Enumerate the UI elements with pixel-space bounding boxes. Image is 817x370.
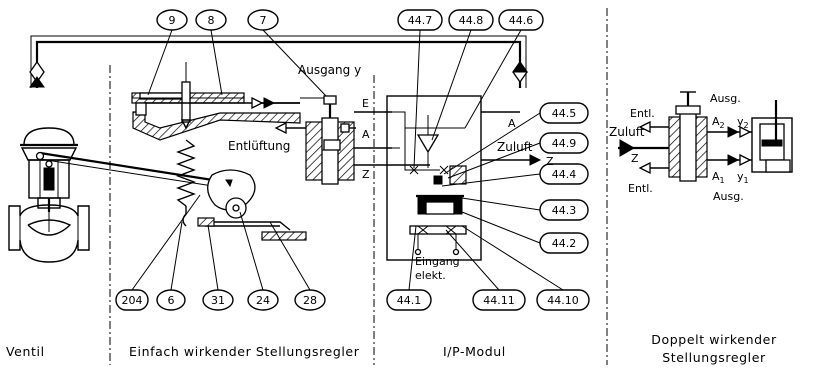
label-entl-bottom: Entl. — [628, 182, 653, 195]
callout-7: 7 — [260, 14, 267, 27]
section-einfach: Einfach wirkender Stellungsregler — [129, 344, 360, 359]
callout-6: 6 — [168, 294, 175, 307]
section-ip-modul: I/P-Modul — [443, 344, 506, 359]
label-eingang: Eingang — [415, 255, 460, 268]
label-z-port: Z — [362, 168, 370, 181]
callout-44-1: 44.1 — [397, 294, 422, 307]
single-acting-positioner — [131, 62, 330, 241]
section-ventil: Ventil — [6, 344, 45, 359]
label-zuluft-mid: Zuluft — [497, 140, 533, 154]
label-y2: y2 — [737, 115, 749, 130]
label-a-port: A — [362, 128, 370, 141]
double-acting-labels: Entl. Ausg. Zuluft Z Entl. Ausg. A2 y2 A… — [609, 92, 749, 203]
label-z-far: Z — [631, 152, 639, 165]
label-ausg-top: Ausg. — [710, 92, 741, 105]
label-z-right: Z — [546, 155, 554, 168]
label-a-right: A — [508, 117, 516, 130]
callout-44-9: 44.9 — [552, 137, 577, 150]
callout-44-6: 44.6 — [509, 14, 534, 27]
label-a2: A2 — [712, 115, 725, 130]
control-valve — [8, 127, 90, 263]
callout-44-3: 44.3 — [552, 204, 577, 217]
pneumatic-amplifier — [274, 95, 430, 185]
callout-24: 24 — [256, 294, 270, 307]
feedback-line — [29, 35, 528, 88]
callout-9: 9 — [169, 14, 176, 27]
callout-44-7: 44.7 — [408, 14, 433, 27]
callout-44-10: 44.10 — [547, 294, 579, 307]
label-ausgang-y: Ausgang y — [298, 63, 361, 77]
callouts: 9 8 7 44.7 44.8 44.6 44.5 44.9 44.4 44.3… — [115, 9, 590, 311]
double-acting-positioner — [618, 91, 793, 182]
label-e-port: E — [362, 97, 369, 110]
callout-44-8: 44.8 — [459, 14, 484, 27]
section-dividers — [109, 8, 608, 365]
port-labels: Ausgang y E A Z A Entlüftung Zuluft Z Ei… — [228, 63, 554, 282]
label-elekt: elekt. — [415, 269, 446, 282]
label-ausg-bottom: Ausg. — [713, 190, 744, 203]
callout-8: 8 — [208, 14, 215, 27]
section-doppelt-line2: Stellungsregler — [662, 350, 766, 365]
label-y1: y1 — [737, 170, 749, 185]
section-doppelt-line1: Doppelt wirkender — [651, 332, 777, 347]
label-entl-top: Entl. — [630, 107, 655, 120]
feedback-lever — [35, 151, 233, 190]
ip-module — [386, 95, 542, 261]
callout-28: 28 — [303, 294, 317, 307]
callout-204: 204 — [122, 294, 143, 307]
label-entlueftung: Entlüftung — [228, 139, 290, 153]
callout-44-5: 44.5 — [552, 107, 577, 120]
label-zuluft-right: Zuluft — [609, 125, 645, 139]
callout-44-11: 44.11 — [483, 294, 515, 307]
callout-44-4: 44.4 — [552, 168, 577, 181]
callout-44-2: 44.2 — [552, 237, 577, 250]
section-titles: Ventil Einfach wirkender Stellungsregler… — [6, 332, 777, 365]
callout-31: 31 — [211, 294, 225, 307]
label-a1: A1 — [712, 170, 725, 185]
